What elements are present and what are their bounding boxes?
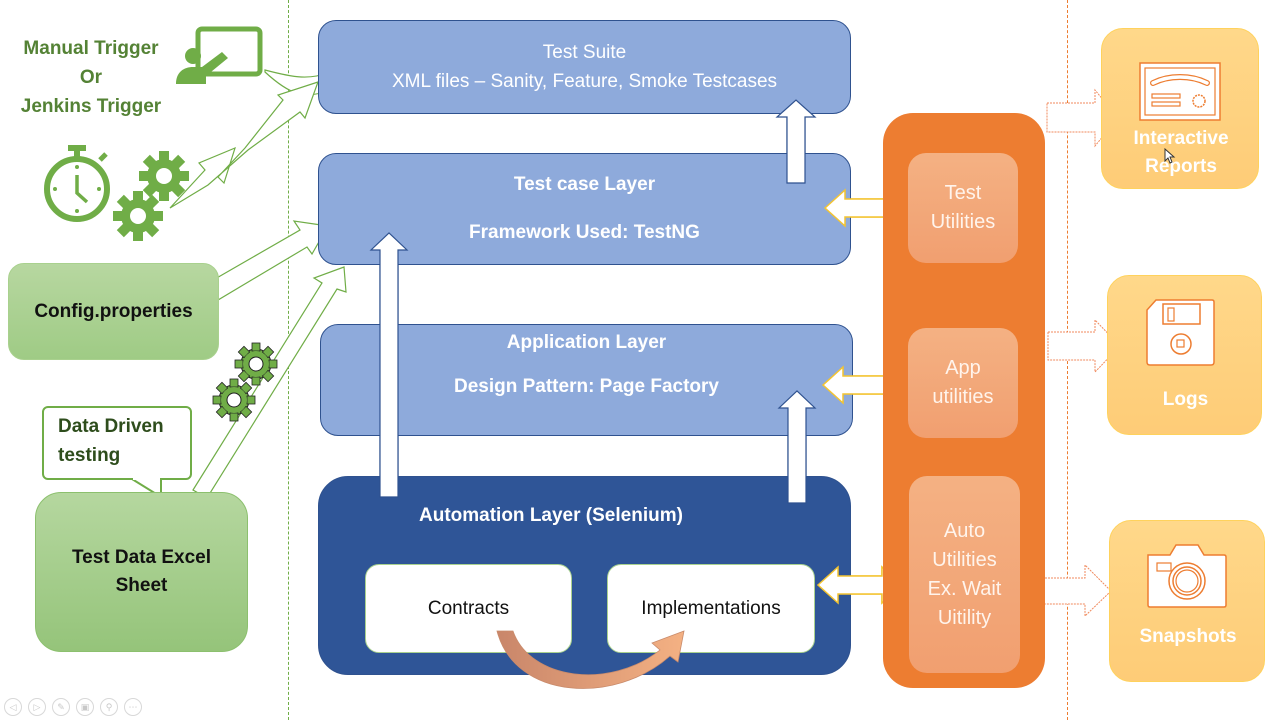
- test-case-layer-title: Test case Layer: [513, 174, 656, 195]
- application-layer-title: Application Layer: [506, 332, 667, 353]
- config-properties-box: Config.properties: [8, 263, 219, 360]
- test-data-excel-box: Test Data Excel Sheet: [35, 492, 248, 652]
- excel-line-1: Test Data Excel: [71, 547, 212, 568]
- snapshots-label: Snapshots: [1139, 626, 1237, 647]
- presenter-board-icon: [176, 26, 263, 84]
- floppy-disk-icon: [1146, 299, 1215, 366]
- test-suite-layer: Test Suite XML files – Sanity, Feature, …: [318, 20, 851, 114]
- test-suite-subtitle: XML files – Sanity, Feature, Smoke Testc…: [391, 71, 778, 92]
- app-utilities-box: App utilities: [908, 328, 1018, 438]
- trigger-line-manual: Manual Trigger: [23, 38, 159, 59]
- contracts-box: Contracts: [365, 564, 572, 653]
- utilities-column: Test Utilities App utilities Auto Utilit…: [883, 113, 1045, 688]
- test-case-layer-subtitle: Framework Used: TestNG: [469, 222, 700, 243]
- application-layer-subtitle: Design Pattern: Page Factory: [453, 376, 720, 397]
- logs-box: Logs: [1107, 275, 1262, 435]
- zoom-slide-button[interactable]: ⚲: [100, 698, 118, 716]
- trigger-line-or: Or: [79, 67, 103, 88]
- data-driven-callout: Data Driven testing: [42, 406, 192, 480]
- interactive-reports-line-1: Interactive: [1133, 128, 1229, 149]
- scheduler-to-suite-arrow: [169, 81, 319, 209]
- to-snapshots-arrow: [1041, 563, 1112, 618]
- auto-utilities-box: Auto Utilities Ex. Wait Uitility: [909, 476, 1020, 673]
- previous-slide-button[interactable]: ◁: [4, 698, 22, 716]
- test-utilities-line-2: Utilities: [930, 211, 996, 233]
- see-all-slides-button[interactable]: ▣: [76, 698, 94, 716]
- excel-to-testcase-arrow: [192, 266, 347, 499]
- excel-line-2: Sheet: [115, 575, 168, 596]
- application-layer: Application Layer Design Pattern: Page F…: [320, 324, 853, 436]
- test-utilities-box: Test Utilities: [908, 153, 1018, 263]
- snapshots-box: Snapshots: [1109, 520, 1265, 682]
- config-properties-label: Config.properties: [34, 300, 193, 322]
- interactive-reports-box: Interactive Reports: [1101, 28, 1259, 189]
- automation-layer: Automation Layer (Selenium) Contracts Im…: [318, 476, 851, 675]
- implementations-box: Implementations: [607, 564, 815, 653]
- config-to-testcase-arrow: [207, 220, 329, 301]
- camera-icon: [1147, 544, 1227, 608]
- auto-utilities-line-3: Ex. Wait: [927, 577, 1002, 600]
- callout-line-2: testing: [58, 445, 121, 466]
- mouse-cursor-icon: [1164, 148, 1176, 164]
- stopwatch-icon: [44, 145, 110, 222]
- auto-utilities-line-1: Auto: [943, 519, 986, 542]
- data-gears-icon: [212, 342, 278, 422]
- logs-label: Logs: [1162, 389, 1209, 410]
- interactive-reports-line-2: Reports: [1145, 156, 1217, 177]
- contracts-label: Contracts: [427, 597, 510, 619]
- pen-tool-button[interactable]: ✎: [52, 698, 70, 716]
- trigger-label: Manual Trigger Or Jenkins Trigger: [10, 34, 172, 121]
- next-slide-button[interactable]: ▷: [28, 698, 46, 716]
- more-options-button[interactable]: ⋯: [124, 698, 142, 716]
- app-utilities-line-2: utilities: [932, 386, 994, 408]
- automation-layer-title: Automation Layer (Selenium): [419, 505, 683, 526]
- implementations-label: Implementations: [641, 597, 781, 619]
- callout-line-1: Data Driven: [58, 416, 164, 437]
- trigger-line-jenkins: Jenkins Trigger: [20, 96, 162, 117]
- test-suite-title: Test Suite: [542, 42, 627, 63]
- gears-icon: [113, 151, 189, 241]
- app-utilities-line-1: App: [945, 357, 981, 379]
- test-utilities-line-1: Test: [944, 182, 982, 204]
- slideshow-toolbar: ◁ ▷ ✎ ▣ ⚲ ⋯: [4, 698, 142, 716]
- auto-utilities-line-2: Utilities: [932, 548, 997, 571]
- to-logs-arrow: [1047, 318, 1121, 374]
- test-case-layer: Test case Layer Framework Used: TestNG: [318, 153, 851, 265]
- auto-utilities-line-4: Uitility: [937, 606, 992, 629]
- certificate-icon: [1139, 62, 1221, 121]
